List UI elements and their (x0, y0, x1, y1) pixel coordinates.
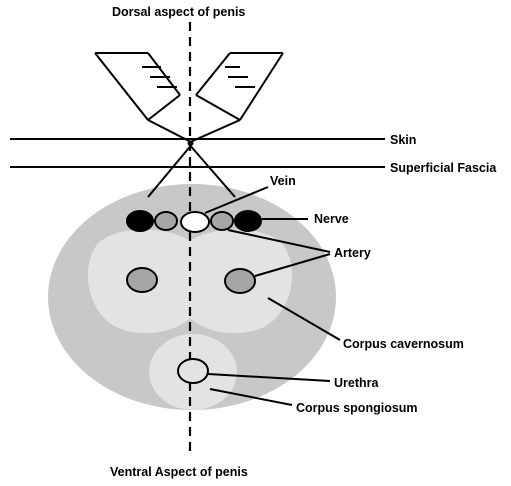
nerve-right (234, 210, 262, 232)
label-ventral: Ventral Aspect of penis (110, 465, 248, 479)
label-artery: Artery (334, 246, 371, 260)
cavernosum-leader (267, 297, 341, 341)
label-nerve: Nerve (314, 212, 349, 226)
label-corpus-cavernosum: Corpus cavernosum (343, 337, 464, 351)
vein-dorsal (180, 211, 210, 233)
urethra-leader (207, 373, 331, 382)
syringe-left (94, 52, 194, 198)
vein-leader (204, 186, 269, 214)
label-superficial-fascia: Superficial Fascia (390, 161, 497, 175)
cavernosal-artery-left (126, 267, 158, 293)
artery-left-dorsal (154, 211, 178, 231)
nerve-left (126, 210, 154, 232)
label-vein: Vein (270, 174, 296, 188)
label-skin: Skin (390, 133, 416, 147)
label-dorsal: Dorsal aspect of penis (112, 5, 245, 19)
syringe-right (187, 52, 284, 198)
spongiosum-leader (209, 388, 293, 406)
artery-leader-dorsal (227, 229, 331, 253)
artery-right-dorsal (210, 211, 234, 231)
cavernosal-artery-right (224, 268, 256, 294)
urethra-circle (177, 358, 209, 384)
label-urethra: Urethra (334, 376, 380, 390)
artery-leader-cavernosal (254, 253, 331, 277)
label-corpus-spongiosum: Corpus spongiosum (296, 401, 418, 415)
